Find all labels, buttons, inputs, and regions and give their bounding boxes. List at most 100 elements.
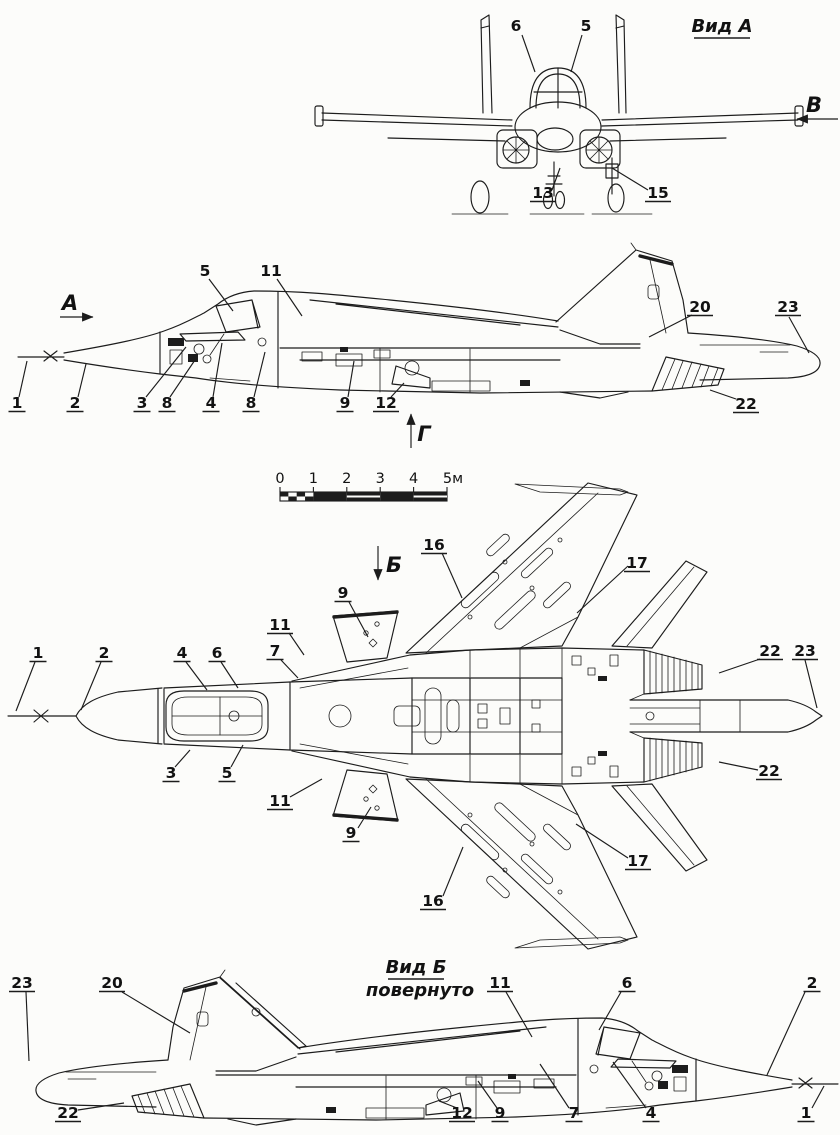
callout-bottom-22: 22 xyxy=(55,1102,125,1123)
callout-number-plan-1: 2 xyxy=(99,644,110,662)
callout-side-8: 8 xyxy=(158,356,198,413)
callout-side-1: 1 xyxy=(8,360,28,413)
callout-front-5: 5 xyxy=(570,17,592,73)
callout-side-5: 5 xyxy=(200,262,234,312)
front-view-drawing xyxy=(314,14,804,215)
callout-side-3: 3 xyxy=(133,346,187,413)
callout-number-plan-6: 9 xyxy=(338,584,349,602)
callout-number-plan-8: 17 xyxy=(626,554,648,572)
callout-number-side-1: 11 xyxy=(260,262,282,280)
bottom-view-title-line1: Вид Б xyxy=(386,957,447,978)
direction-letter-G: Г xyxy=(417,422,432,446)
callout-bottom-9: 9 xyxy=(477,1080,509,1123)
callout-side-11: 11 xyxy=(260,262,303,317)
callout-bottom-1: 1 xyxy=(797,1085,825,1123)
direction-letter-A: А xyxy=(60,291,78,315)
callout-number-bottom-2: 22 xyxy=(57,1104,79,1122)
bottom-view-title: Вид Б повернуто xyxy=(366,957,474,1001)
callout-number-side-3: 23 xyxy=(777,298,799,316)
plan-view-drawing xyxy=(7,677,823,755)
plan-view-lower-half xyxy=(290,736,709,951)
callout-number-bottom-4: 6 xyxy=(622,974,633,992)
bottom-view-second-fin xyxy=(219,977,307,1049)
callout-bottom-7: 7 xyxy=(539,1063,583,1123)
callout-plan-22: 22 xyxy=(718,642,783,674)
callout-number-plan-5: 11 xyxy=(269,616,291,634)
callout-number-side-9: 8 xyxy=(246,394,257,412)
callout-plan-7: 7 xyxy=(266,642,299,679)
callout-number-front-0: 6 xyxy=(511,17,522,35)
callout-number-side-2: 20 xyxy=(689,298,711,316)
callout-number-side-10: 9 xyxy=(340,394,351,412)
callout-number-plan-12: 5 xyxy=(222,764,233,782)
callout-number-bottom-6: 12 xyxy=(451,1104,473,1122)
callout-plan-5: 5 xyxy=(218,744,244,783)
callout-number-side-7: 8 xyxy=(162,394,173,412)
callout-number-plan-15: 16 xyxy=(422,892,444,910)
callout-front-15: 15 xyxy=(611,167,671,203)
scale-label-5м: 5м xyxy=(443,471,463,487)
callout-number-front-1: 5 xyxy=(581,17,592,35)
callout-number-plan-14: 9 xyxy=(346,824,357,842)
callout-number-front-2: 13 xyxy=(532,184,554,202)
callout-plan-16: 16 xyxy=(420,846,464,911)
callout-number-side-11: 12 xyxy=(375,394,397,412)
callout-plan-3: 3 xyxy=(162,749,191,783)
callout-number-side-12: 22 xyxy=(735,395,757,413)
callout-number-side-6: 3 xyxy=(137,394,148,412)
callout-plan-2: 2 xyxy=(80,644,113,711)
callout-number-bottom-0: 23 xyxy=(11,974,33,992)
callout-number-plan-2: 4 xyxy=(177,644,188,662)
view-direction-A: А xyxy=(60,291,94,322)
view-direction-B2: Б xyxy=(373,546,402,581)
callout-side-8: 8 xyxy=(242,351,266,413)
callout-bottom-2: 2 xyxy=(766,974,821,1076)
callout-number-plan-17: 22 xyxy=(758,762,780,780)
callout-number-bottom-1: 20 xyxy=(101,974,123,992)
callout-bottom-11: 11 xyxy=(487,974,533,1038)
callout-number-plan-0: 1 xyxy=(33,644,44,662)
front-view-title-text: Вид А xyxy=(691,16,752,37)
callout-number-bottom-9: 4 xyxy=(646,1104,657,1122)
callout-plan-23: 23 xyxy=(792,642,818,709)
direction-letter-B2: Б xyxy=(386,553,402,577)
callout-number-plan-13: 11 xyxy=(269,792,291,810)
callout-plan-17: 17 xyxy=(575,823,651,871)
callout-number-bottom-3: 11 xyxy=(489,974,511,992)
callout-front-13: 13 xyxy=(530,167,561,203)
callout-number-plan-16: 17 xyxy=(627,852,649,870)
callout-bottom-4: 4 xyxy=(612,1061,660,1123)
callout-plan-17: 17 xyxy=(576,554,650,614)
callout-bottom-6: 6 xyxy=(598,974,636,1031)
callout-plan-9: 9 xyxy=(334,584,369,638)
callout-plan-4: 4 xyxy=(173,644,208,691)
callout-plan-6: 6 xyxy=(208,644,239,689)
bottom-view-title-line2: повернуто xyxy=(366,980,474,1001)
callout-side-23: 23 xyxy=(775,298,810,354)
callout-bottom-23: 23 xyxy=(9,974,35,1062)
callout-number-plan-3: 6 xyxy=(212,644,223,662)
callout-side-20: 20 xyxy=(648,298,713,338)
callout-number-bottom-5: 2 xyxy=(807,974,818,992)
callout-number-bottom-7: 9 xyxy=(495,1104,506,1122)
callout-number-side-4: 1 xyxy=(12,394,23,412)
callout-side-2: 2 xyxy=(66,363,87,413)
callout-number-side-8: 4 xyxy=(206,394,217,412)
callout-plan-1: 1 xyxy=(15,644,47,712)
callout-side-22: 22 xyxy=(709,389,759,414)
callout-plan-11: 11 xyxy=(267,616,305,656)
scale-label-0: 0 xyxy=(275,471,284,487)
callout-number-bottom-10: 1 xyxy=(801,1104,812,1122)
callout-number-bottom-8: 7 xyxy=(569,1104,580,1122)
callout-number-plan-11: 3 xyxy=(166,764,177,782)
scale-label-2: 2 xyxy=(342,471,351,487)
callout-number-plan-7: 16 xyxy=(423,536,445,554)
callout-bottom-12: 12 xyxy=(438,1100,475,1123)
callout-plan-16: 16 xyxy=(421,536,463,599)
scale-label-4: 4 xyxy=(409,471,418,487)
callout-front-6: 6 xyxy=(511,17,536,73)
